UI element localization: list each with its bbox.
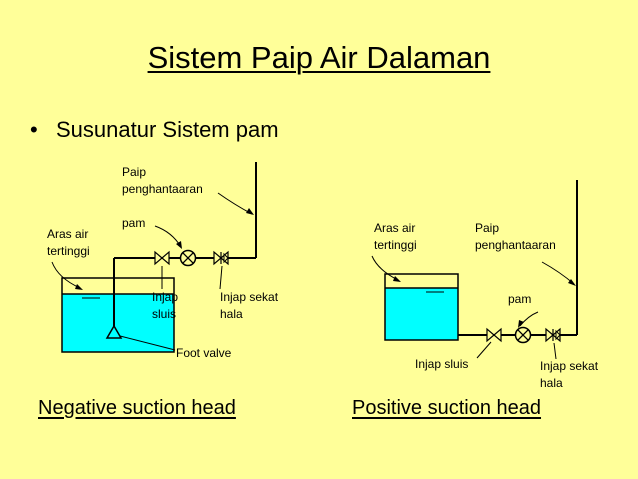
left-check-valve-icon <box>213 250 229 266</box>
left-pam-arrowhead <box>176 241 182 249</box>
right-paip-arrowhead <box>568 279 576 286</box>
left-pam-label: pam <box>122 216 146 230</box>
left-diagram <box>51 162 257 353</box>
left-caption: Negative suction head <box>38 397 236 419</box>
bullet-item: • Susunatur Sistem pam <box>30 117 279 143</box>
right-aras-label-line1: Aras air <box>374 221 416 235</box>
left-aras-label-line2: tertinggi <box>47 244 90 258</box>
left-sekat-leader <box>219 265 223 290</box>
right-check-valve-icon <box>545 327 561 343</box>
left-injap-sluis-line2: sluis <box>152 307 177 321</box>
bullet-text: Susunatur Sistem pam <box>56 117 279 142</box>
left-aras-leader <box>51 261 81 289</box>
slide-title: Sistem Paip Air Dalaman <box>147 40 491 75</box>
left-foot-leader <box>119 335 176 351</box>
right-paip-label-line1: Paip <box>475 221 500 235</box>
left-injap-sekat-line2: hala <box>220 307 243 321</box>
left-paip-leader <box>217 192 253 215</box>
right-tank-water <box>385 288 458 340</box>
right-injap-sekat-label: Injap sekat hala <box>540 358 598 392</box>
right-caption: Positive suction head <box>352 397 542 419</box>
right-aras-arrowhead <box>393 276 401 282</box>
left-paip-label-line1: Paip <box>122 165 147 179</box>
right-pam-arrowhead <box>518 320 524 328</box>
right-paip-label: Paip penghantaaran <box>475 220 556 254</box>
right-tank <box>384 273 459 341</box>
left-paip-label-line2: penghantaaran <box>122 182 203 196</box>
right-paip-label-line2: penghantaaran <box>475 238 556 252</box>
left-tank <box>61 277 175 353</box>
right-diagram <box>371 180 578 360</box>
left-sluice-valve-icon <box>154 250 170 266</box>
left-paip-label: Paip penghantaaran <box>122 164 203 198</box>
right-injap-sekat-line2: hala <box>540 376 563 390</box>
right-injap-sluis-label: Injap sluis <box>415 357 469 371</box>
right-aras-label: Aras air tertinggi <box>374 220 417 254</box>
right-aras-label-line2: tertinggi <box>374 238 417 252</box>
right-sekat-leader <box>553 342 557 360</box>
left-injap-sluis-line1: Injap <box>152 290 179 304</box>
left-pump-icon <box>179 249 197 267</box>
left-injap-sekat-line1: Injap sekat <box>220 290 279 304</box>
left-aras-arrowhead <box>75 284 83 290</box>
left-injap-sluis-label: Injap sluis <box>152 289 178 323</box>
left-aras-label: Aras air tertinggi <box>47 226 90 260</box>
left-injap-sekat-label: Injap sekat hala <box>220 289 278 323</box>
left-tank-water <box>62 294 174 352</box>
right-sluice-valve-icon <box>486 327 502 343</box>
left-foot-valve-label: Foot valve <box>176 346 232 360</box>
right-pam-label: pam <box>508 292 532 306</box>
right-sluis-leader <box>476 341 492 359</box>
right-injap-sekat-line1: Injap sekat <box>540 359 599 373</box>
bullet-marker: • <box>30 117 38 142</box>
left-foot-valve-icon <box>105 324 123 339</box>
left-paip-arrowhead <box>246 208 254 215</box>
right-pam-leader <box>519 311 539 327</box>
left-aras-label-line1: Aras air <box>47 227 89 241</box>
right-paip-leader <box>541 261 575 285</box>
right-pump-icon <box>514 326 532 344</box>
